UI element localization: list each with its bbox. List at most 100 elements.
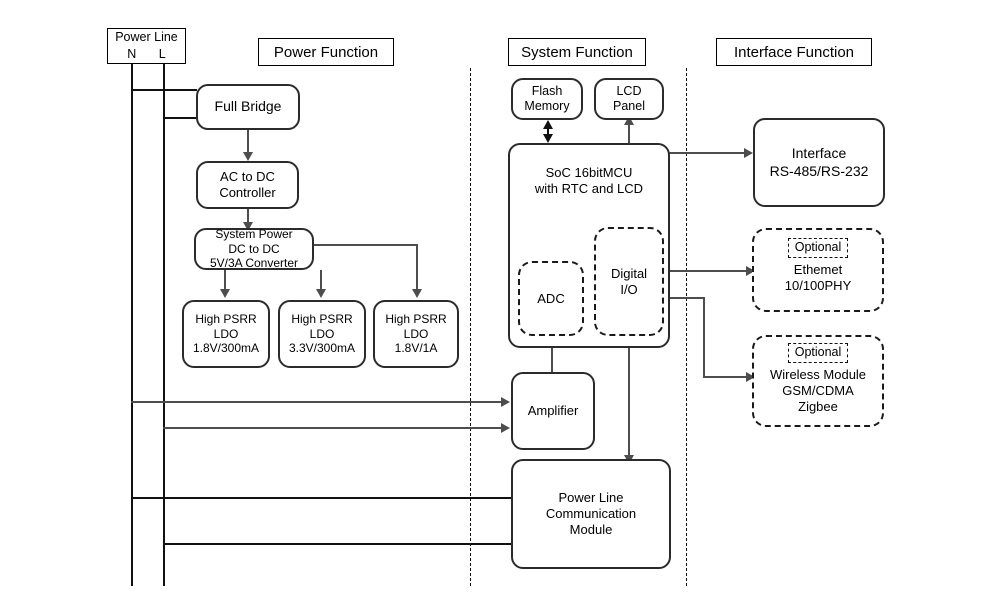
block-ethernet-phy[interactable]: Optional Ethemet 10/100PHY bbox=[752, 228, 884, 312]
wire-neutral-to-full-bridge bbox=[131, 89, 197, 91]
block-soc-line1: SoC 16bitMCU bbox=[545, 165, 633, 180]
block-flash-line2: Memory bbox=[524, 99, 570, 113]
power-line-source-box: Power Line N L bbox=[107, 28, 186, 64]
arrowhead-ac-dc-to-system-power bbox=[243, 222, 253, 231]
block-wireless-line2: GSM/CDMA bbox=[782, 383, 854, 399]
block-ac-to-dc-line2: Controller bbox=[219, 185, 276, 200]
block-plc-line2: Communication bbox=[545, 506, 637, 522]
wire-live-to-full-bridge bbox=[163, 117, 197, 119]
block-wireless-line3: Zigbee bbox=[798, 398, 838, 414]
block-amplifier-label: Amplifier bbox=[527, 403, 579, 419]
block-adc-label: ADC bbox=[537, 290, 565, 306]
block-ldo2-line2: LDO bbox=[309, 326, 335, 341]
arrowhead-digital-io-to-ethernet bbox=[746, 266, 755, 276]
block-soc-line2: with RTC and LCD bbox=[534, 180, 644, 196]
block-full-bridge-label: Full Bridge bbox=[214, 98, 282, 115]
arrowhead-branch-to-wireless-module bbox=[746, 372, 755, 382]
wire-full-bridge-to-ac-dc bbox=[247, 130, 249, 154]
wireless-optional-tag: Optional bbox=[787, 343, 849, 364]
block-digital-io-line2: I/O bbox=[620, 281, 638, 297]
block-lcd-panel[interactable]: LCD Panel bbox=[594, 78, 664, 120]
arrowhead-live-to-amplifier bbox=[501, 423, 510, 433]
wire-amplifier-to-adc bbox=[551, 344, 553, 372]
block-ldo3-line2: LDO bbox=[403, 326, 429, 341]
wire-neutral-rail bbox=[131, 64, 133, 586]
block-flash-line1: Flash bbox=[531, 83, 563, 98]
block-ac-to-dc-line1: AC to DC bbox=[220, 169, 275, 185]
wire-digital-io-to-plc bbox=[628, 344, 630, 462]
block-system-power-line1: System Power bbox=[215, 227, 293, 242]
wire-wireless-branch-vertical bbox=[703, 297, 705, 377]
block-plc-line3: Module bbox=[569, 521, 613, 537]
block-amplifier[interactable]: Amplifier bbox=[511, 372, 595, 450]
divider-system-interface bbox=[686, 68, 687, 586]
wire-live-to-plc bbox=[163, 543, 513, 545]
block-lcd-line2: Panel bbox=[613, 99, 645, 113]
block-ldo3-line1: High PSRR bbox=[385, 312, 447, 327]
block-ldo-1v8-1a[interactable]: High PSRR LDO 1.8V/1A bbox=[373, 300, 459, 368]
wire-branch-to-wireless-module bbox=[703, 376, 748, 378]
wire-live-rail bbox=[163, 64, 165, 586]
block-full-bridge[interactable]: Full Bridge bbox=[196, 84, 300, 130]
block-system-power-converter[interactable]: System Power DC to DC 5V/3A Converter bbox=[194, 227, 314, 271]
block-ldo1-line3: 1.8V/300mA bbox=[192, 341, 260, 356]
block-flash-memory[interactable]: Flash Memory bbox=[511, 78, 583, 120]
block-plc-line1: Power Line bbox=[558, 490, 624, 506]
block-digital-io-line1: Digital bbox=[610, 265, 648, 281]
wire-sys-power-to-ldo2 bbox=[320, 270, 322, 290]
block-ldo2-line1: High PSRR bbox=[291, 312, 353, 327]
block-adc[interactable]: ADC bbox=[518, 261, 584, 336]
block-ldo1-line2: LDO bbox=[213, 326, 239, 341]
wire-live-to-amplifier bbox=[163, 427, 503, 429]
power-line-live-label: L bbox=[158, 47, 166, 61]
block-ldo1-line1: High PSRR bbox=[195, 312, 257, 327]
block-interface-rs-line2: RS-485/RS-232 bbox=[769, 162, 869, 179]
block-interface-rs-line1: Interface bbox=[791, 145, 847, 162]
wire-sys-power-branch-right bbox=[314, 244, 417, 246]
block-ethernet-line1: Ethemet bbox=[793, 262, 843, 278]
arrowhead-flash-to-soc bbox=[543, 134, 553, 143]
section-title-system-function-label: System Function bbox=[521, 43, 633, 61]
block-plc-module[interactable]: Power Line Communication Module bbox=[511, 459, 671, 569]
block-ethernet-line2: 10/100PHY bbox=[784, 278, 852, 294]
ethernet-optional-tag: Optional bbox=[787, 238, 849, 259]
arrowhead-soc-to-lcd bbox=[624, 116, 634, 125]
wire-digital-io-to-ethernet bbox=[668, 270, 748, 272]
wire-neutral-to-plc bbox=[131, 497, 513, 499]
block-ldo3-line3: 1.8V/1A bbox=[394, 341, 438, 356]
divider-power-system bbox=[470, 68, 471, 586]
block-wireless-line1: Wireless Module bbox=[769, 367, 867, 383]
wire-sys-power-to-ldo1 bbox=[224, 270, 226, 290]
power-line-neutral-label: N bbox=[127, 47, 137, 61]
power-line-title: Power Line bbox=[115, 30, 178, 45]
block-wireless-module[interactable]: Optional Wireless Module GSM/CDMA Zigbee bbox=[752, 335, 884, 427]
section-title-interface-function: Interface Function bbox=[716, 38, 872, 66]
arrowhead-trunk-to-interface-rs bbox=[744, 148, 753, 158]
block-lcd-line1: LCD bbox=[616, 83, 642, 98]
wire-sys-power-to-ldo3 bbox=[416, 244, 418, 290]
wire-neutral-to-amplifier bbox=[131, 401, 503, 403]
block-ac-to-dc-controller[interactable]: AC to DC Controller bbox=[196, 161, 299, 209]
wire-ac-dc-to-system-power bbox=[247, 209, 249, 225]
block-ldo-3v3-300ma[interactable]: High PSRR LDO 3.3V/300mA bbox=[278, 300, 366, 368]
section-title-interface-function-label: Interface Function bbox=[733, 43, 855, 61]
arrowhead-full-bridge-to-ac-dc bbox=[243, 152, 253, 161]
wire-soc-to-lcd bbox=[628, 124, 630, 144]
arrowhead-sys-power-to-ldo3 bbox=[412, 289, 422, 298]
arrowhead-sys-power-to-ldo1 bbox=[220, 289, 230, 298]
block-system-power-line2: DC to DC bbox=[228, 241, 280, 256]
wire-trunk-to-interface-rs bbox=[663, 152, 745, 154]
wire-flash-to-soc bbox=[547, 124, 549, 140]
block-system-power-line3: 5V/3A Converter bbox=[209, 256, 299, 271]
wire-wireless-branch-to-digital-io bbox=[668, 297, 704, 299]
arrowhead-neutral-to-amplifier bbox=[501, 397, 510, 407]
section-title-system-function: System Function bbox=[508, 38, 646, 66]
block-interface-rs485-rs232[interactable]: Interface RS-485/RS-232 bbox=[753, 118, 885, 207]
section-title-power-function: Power Function bbox=[258, 38, 394, 66]
block-digital-io[interactable]: Digital I/O bbox=[594, 227, 664, 336]
block-ldo2-line3: 3.3V/300mA bbox=[288, 341, 356, 356]
arrowhead-soc-to-flash bbox=[543, 120, 553, 129]
section-title-power-function-label: Power Function bbox=[273, 43, 379, 61]
block-ldo-1v8-300ma[interactable]: High PSRR LDO 1.8V/300mA bbox=[182, 300, 270, 368]
